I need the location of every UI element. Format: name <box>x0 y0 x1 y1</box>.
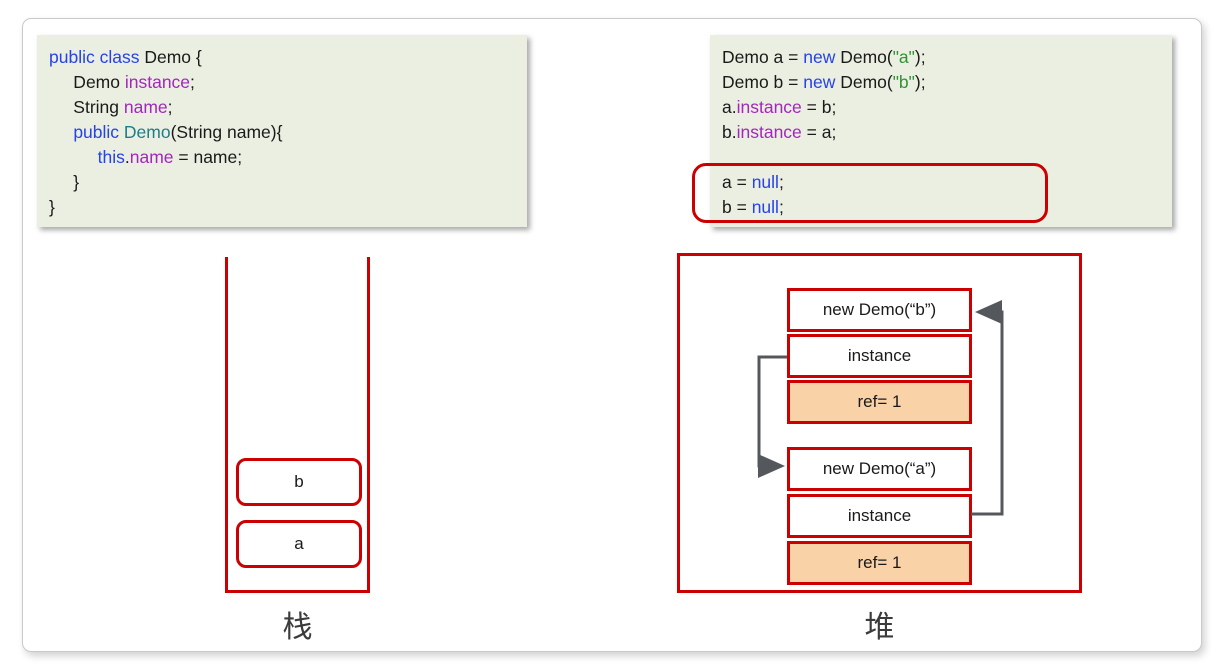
code-line: } <box>49 195 515 220</box>
heap-object-b-refcount-text: ref= 1 <box>857 392 902 411</box>
code-line: } <box>49 170 515 195</box>
code-token: } <box>49 172 80 192</box>
code-token: new <box>803 72 836 92</box>
heap-object-a-title-text: new Demo(“a”) <box>822 459 937 478</box>
code-token: (String name){ <box>170 122 283 142</box>
code-token <box>49 147 98 167</box>
code-token: null <box>751 172 779 192</box>
heap-object-b-title: new Demo(“b”) <box>787 288 972 332</box>
code-token: Demo <box>123 122 171 142</box>
code-token: Demo <box>49 72 125 92</box>
null-assignment-highlight-box <box>692 163 1048 223</box>
code-token: instance <box>124 72 191 92</box>
heap-object-a-instance-text: instance <box>847 506 912 525</box>
code-line: this.name = name; <box>49 145 515 170</box>
code-token: a. <box>722 97 737 117</box>
heap-object-a-refcount: ref= 1 <box>787 541 972 585</box>
heap-object-b-refcount: ref= 1 <box>787 380 972 424</box>
code-line: String name; <box>49 95 515 120</box>
code-line: Demo b = new Demo("b"); <box>722 70 1160 95</box>
heap-object-b-instance-text: instance <box>847 346 912 365</box>
code-token: public class <box>49 47 140 67</box>
code-line: a = null; <box>722 170 1160 195</box>
heap-object-a-title: new Demo(“a”) <box>787 447 972 491</box>
code-token: instance <box>736 122 802 142</box>
code-token: this <box>97 147 125 167</box>
stack-region-label: 栈 <box>282 611 313 644</box>
code-line: public class Demo { <box>49 45 515 70</box>
code-token: Demo a = <box>722 47 804 67</box>
heap-object-a-refcount-text: ref= 1 <box>857 553 902 572</box>
stack-slot-a: a <box>236 520 362 568</box>
code-token: } <box>49 197 55 217</box>
code-token: instance <box>736 97 802 117</box>
code-token: public <box>73 122 124 142</box>
stack-slot-b: b <box>236 458 362 506</box>
code-line: public Demo(String name){ <box>49 120 515 145</box>
code-line: b.instance = a; <box>722 120 1160 145</box>
code-block-usage: Demo a = new Demo("a");Demo b = new Demo… <box>710 35 1172 227</box>
code-token: name <box>129 147 174 167</box>
stack-slot-b-label: b <box>294 472 304 491</box>
heap-object-b-instance-field: instance <box>787 334 972 378</box>
code-token: a = <box>722 172 752 192</box>
code-line: Demo instance; <box>49 70 515 95</box>
code-token: = b; <box>801 97 837 117</box>
code-block-class-definition: public class Demo { Demo instance; Strin… <box>37 35 527 227</box>
code-line: a.instance = b; <box>722 95 1160 120</box>
code-token: b = <box>722 197 752 217</box>
code-token: ; <box>778 172 784 192</box>
code-token: ); <box>914 47 926 67</box>
code-token: ; <box>778 197 784 217</box>
stack-slot-a-label: a <box>294 534 304 553</box>
code-token: Demo( <box>835 47 893 67</box>
code-token: new <box>803 47 836 67</box>
code-token: "a" <box>892 47 915 67</box>
code-token: name <box>123 97 168 117</box>
heap-object-b-title-text: new Demo(“b”) <box>822 300 937 319</box>
code-token: ); <box>914 72 926 92</box>
code-token <box>49 122 73 142</box>
code-line: b = null; <box>722 195 1160 220</box>
code-token: Demo b = <box>722 72 804 92</box>
code-token: b. <box>722 122 737 142</box>
stack-container <box>225 257 370 593</box>
code-token: null <box>751 197 779 217</box>
code-token: Demo( <box>835 72 893 92</box>
code-token: = a; <box>801 122 837 142</box>
code-token: String <box>49 97 124 117</box>
code-token: Demo { <box>139 47 202 67</box>
code-token: ; <box>190 72 195 92</box>
heap-region-label: 堆 <box>864 611 895 644</box>
code-line: Demo a = new Demo("a"); <box>722 45 1160 70</box>
heap-object-a-instance-field: instance <box>787 494 972 538</box>
code-token: = name; <box>173 147 243 167</box>
heap-container <box>677 253 1082 593</box>
code-token: ; <box>167 97 173 117</box>
code-token: . <box>124 147 130 167</box>
code-token: "b" <box>892 72 915 92</box>
